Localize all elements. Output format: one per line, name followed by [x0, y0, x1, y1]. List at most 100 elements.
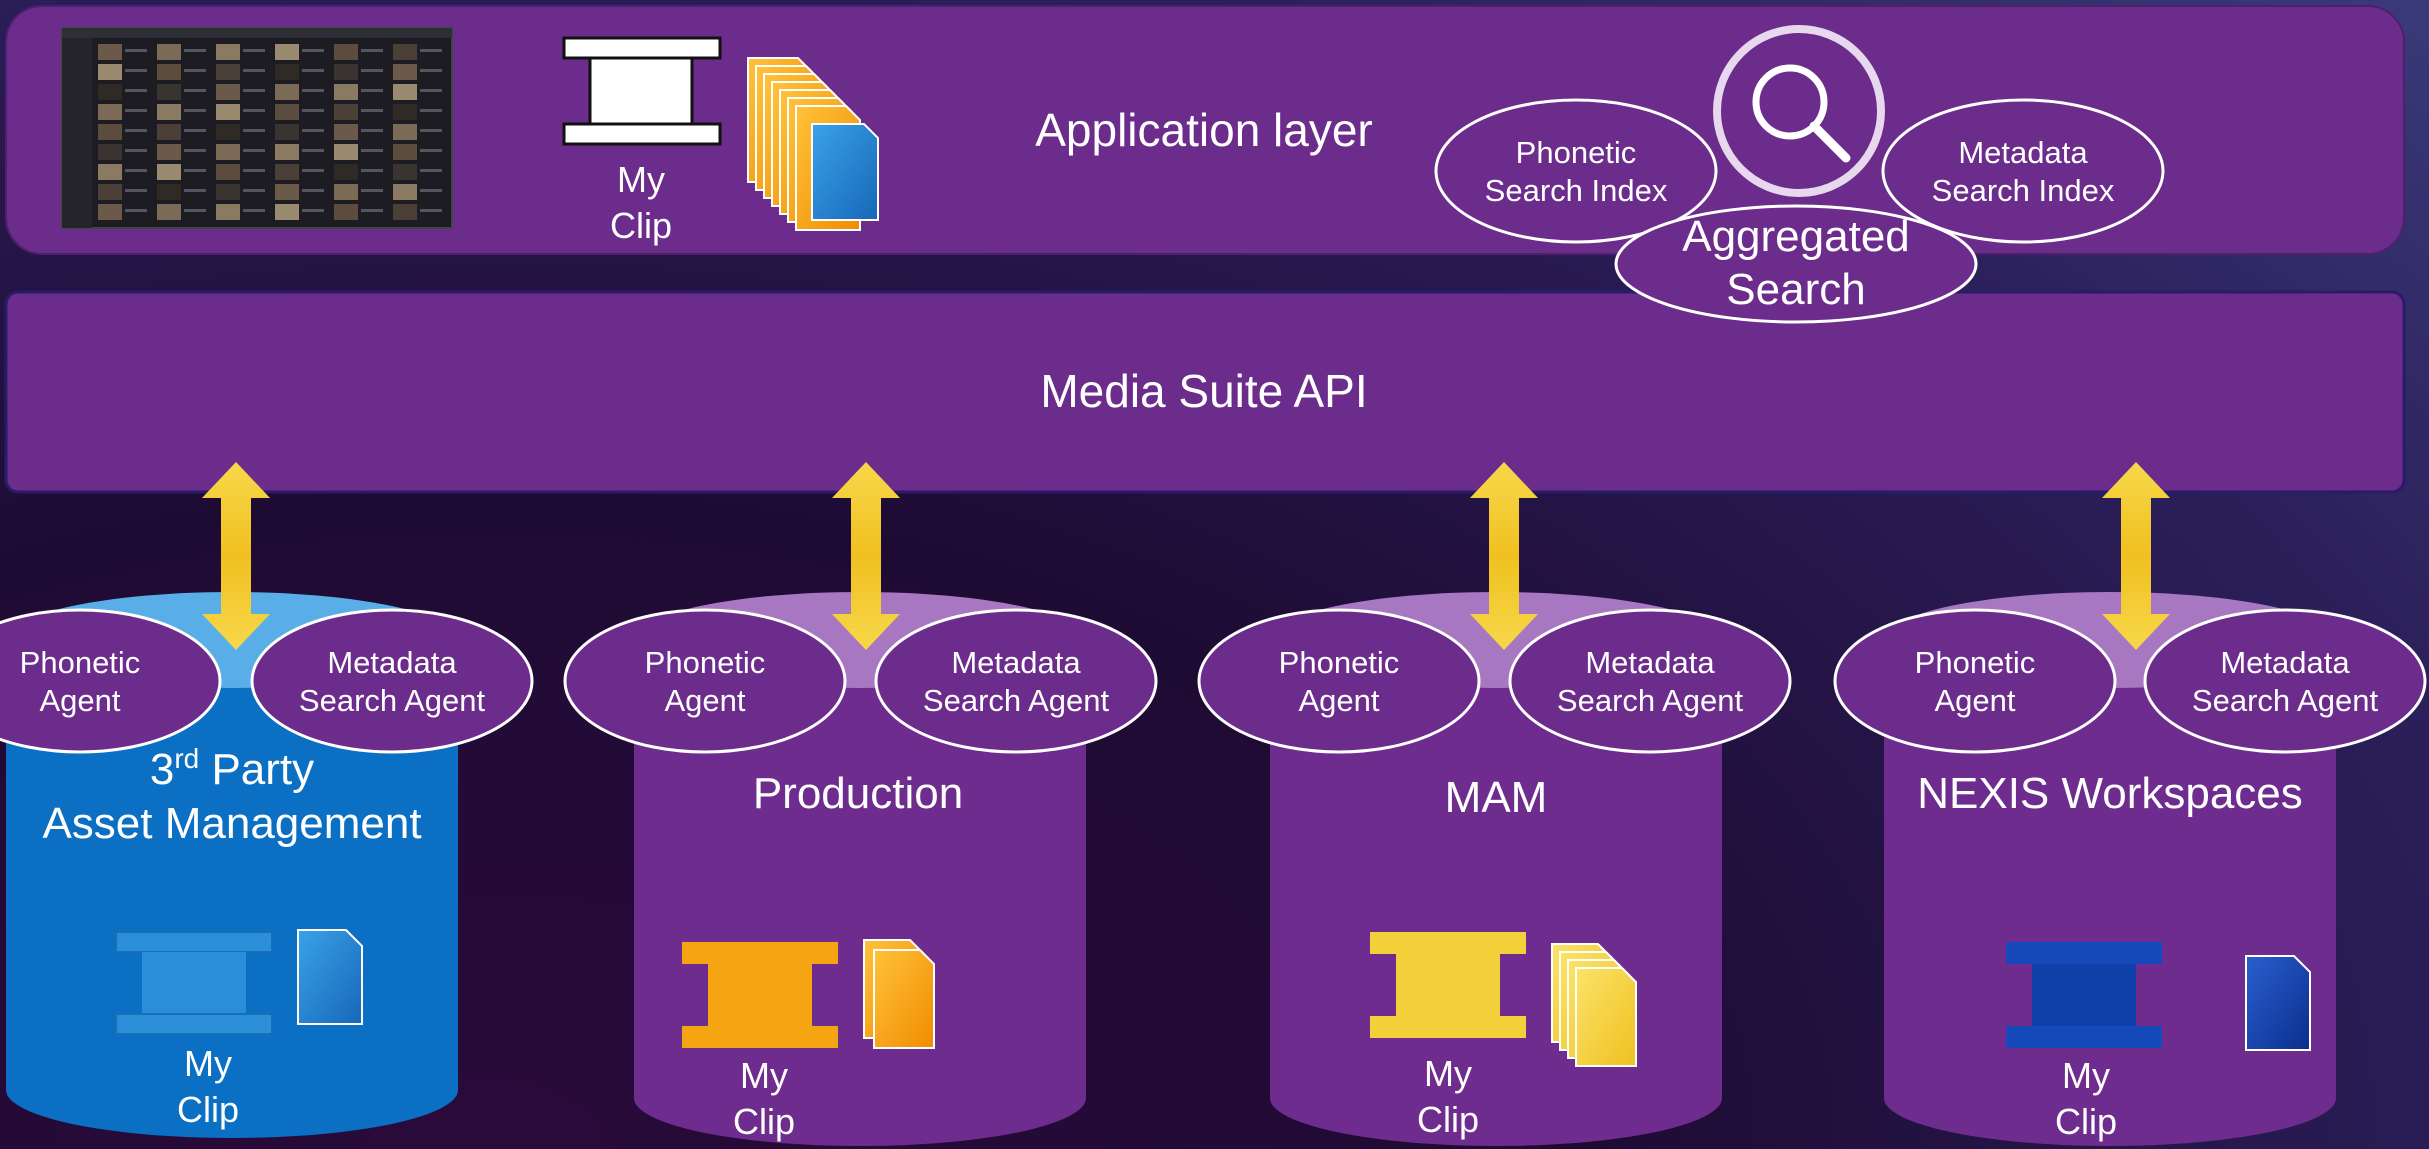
- thumbnail-cell: [157, 104, 181, 120]
- thumbnail-cell: [334, 164, 358, 180]
- thumbnail-text-line: [302, 209, 324, 212]
- thumbnail-cell: [157, 44, 181, 60]
- repo-name-nexis: NEXIS Workspaces: [1917, 769, 2303, 818]
- clip-label-mam-line2: Clip: [1417, 1099, 1479, 1140]
- thumbnail-text-line: [125, 69, 147, 72]
- media-suite-api-band: [4, 290, 2406, 494]
- phonetic-agent-label: Phonetic: [1915, 645, 2036, 680]
- thumbnail-cell: [216, 164, 240, 180]
- app-clip-label-line2: Clip: [610, 205, 672, 246]
- application-layer-label: Application layer: [1035, 104, 1373, 156]
- api-arrow-third-party: [202, 462, 270, 650]
- metadata-agent-label: Search Agent: [299, 683, 486, 718]
- thumbnail-text-line: [184, 49, 206, 52]
- thumbnail-text-line: [243, 109, 265, 112]
- thumbnail-text-line: [184, 89, 206, 92]
- phonetic-agent-label: Phonetic: [645, 645, 766, 680]
- repo-name-third-party-rd: rd: [174, 743, 199, 774]
- thumbnail-cell: [98, 44, 122, 60]
- thumbnail-text-line: [184, 129, 206, 132]
- thumbnail-cell: [275, 164, 299, 180]
- phonetic-agent-label: Agent: [664, 683, 745, 718]
- repo-name-production: Production: [753, 769, 963, 818]
- aggregated-search-oval: [1614, 204, 1978, 324]
- thumbnail-cell: [157, 164, 181, 180]
- phonetic-agent-label: Agent: [1934, 683, 2015, 718]
- thumbnail-cell: [98, 184, 122, 200]
- thumbnail-cell: [334, 64, 358, 80]
- agents-production: [563, 608, 1158, 754]
- clip-label-production-line2: Clip: [733, 1101, 795, 1142]
- thumbnail-text-line: [361, 129, 383, 132]
- phonetic-agent-label: Phonetic: [20, 645, 141, 680]
- metadata-agent-label: Search Agent: [1557, 683, 1744, 718]
- thumbnail-cell: [275, 104, 299, 120]
- thumbnail-text-line: [302, 189, 324, 192]
- thumbnail-cell: [334, 84, 358, 100]
- thumbnail-text-line: [302, 169, 324, 172]
- metadata-agent-label: Metadata: [1585, 645, 1715, 680]
- thumbnail-cell: [216, 84, 240, 100]
- aggregated-search-line2: Search: [1726, 265, 1865, 314]
- clip-label-mam-line1: My: [1424, 1053, 1472, 1094]
- repo-name-third-party-3: 3: [150, 745, 174, 794]
- api-arrow-nexis: [2102, 462, 2170, 650]
- thumbnail-cell: [216, 104, 240, 120]
- thumbnail-cell: [393, 104, 417, 120]
- thumbnail-text-line: [184, 189, 206, 192]
- thumbnail-text-line: [302, 129, 324, 132]
- thumbnail-text-line: [420, 49, 442, 52]
- media-suite-api-label: Media Suite API: [1040, 365, 1367, 417]
- thumbnail-text-line: [361, 69, 383, 72]
- metadata-agent-label: Metadata: [951, 645, 1081, 680]
- thumbnail-text-line: [361, 209, 383, 212]
- thumbnail-text-line: [420, 129, 442, 132]
- thumbnail-cell: [98, 84, 122, 100]
- thumbnail-cell: [275, 124, 299, 140]
- thumbnail-cell: [393, 164, 417, 180]
- thumbnail-text-line: [125, 169, 147, 172]
- agents-third-party: [0, 608, 534, 754]
- repo-name-third-party-party: Party: [199, 745, 314, 794]
- thumbnail-cell: [275, 204, 299, 220]
- clip-label-production-line1: My: [740, 1055, 788, 1096]
- thumbnail-cell: [393, 144, 417, 160]
- thumbnail-cell: [98, 204, 122, 220]
- phonetic-agent-label: Phonetic: [1279, 645, 1400, 680]
- thumbnail-text-line: [125, 129, 147, 132]
- thumbnail-text-line: [420, 209, 442, 212]
- thumbnail-text-line: [420, 69, 442, 72]
- thumbnail-text-line: [361, 49, 383, 52]
- thumbnail-cell: [334, 44, 358, 60]
- clip-label-third-party-line2: Clip: [177, 1089, 239, 1130]
- thumbnail-cell: [393, 84, 417, 100]
- phonetic-search-index-line1: Phonetic: [1516, 135, 1637, 170]
- thumbnail-text-line: [361, 109, 383, 112]
- thumbnail-cell: [393, 124, 417, 140]
- document-stack-icon-production: [863, 939, 935, 1049]
- metadata-search-index-line1: Metadata: [1958, 135, 2088, 170]
- repo-name-third-party: 3rd Party: [150, 743, 314, 794]
- api-arrow-mam: [1470, 462, 1538, 650]
- thumbnail-text-line: [184, 149, 206, 152]
- clip-icon-production: [682, 942, 838, 1048]
- thumbnail-text-line: [361, 169, 383, 172]
- thumbnail-text-line: [125, 49, 147, 52]
- agents-nexis: [1833, 608, 2427, 754]
- thumbnail-cell: [98, 164, 122, 180]
- clip-icon-nexis: [2006, 942, 2162, 1048]
- thumbnail-cell: [275, 84, 299, 100]
- thumbnail-text-line: [125, 189, 147, 192]
- thumbnail-cell: [393, 204, 417, 220]
- metadata-search-index-line2: Search Index: [1932, 173, 2115, 208]
- document-icon-third-party: [297, 929, 363, 1025]
- thumbnail-cell: [98, 144, 122, 160]
- metadata-agent-label: Metadata: [2220, 645, 2350, 680]
- thumbnail-cell: [216, 44, 240, 60]
- thumbnail-text-line: [420, 89, 442, 92]
- clip-label-third-party-line1: My: [184, 1043, 232, 1084]
- thumbnail-cell: [216, 64, 240, 80]
- thumbnail-cell: [393, 44, 417, 60]
- metadata-search-index-oval: [1881, 98, 2165, 244]
- thumbnail-text-line: [420, 169, 442, 172]
